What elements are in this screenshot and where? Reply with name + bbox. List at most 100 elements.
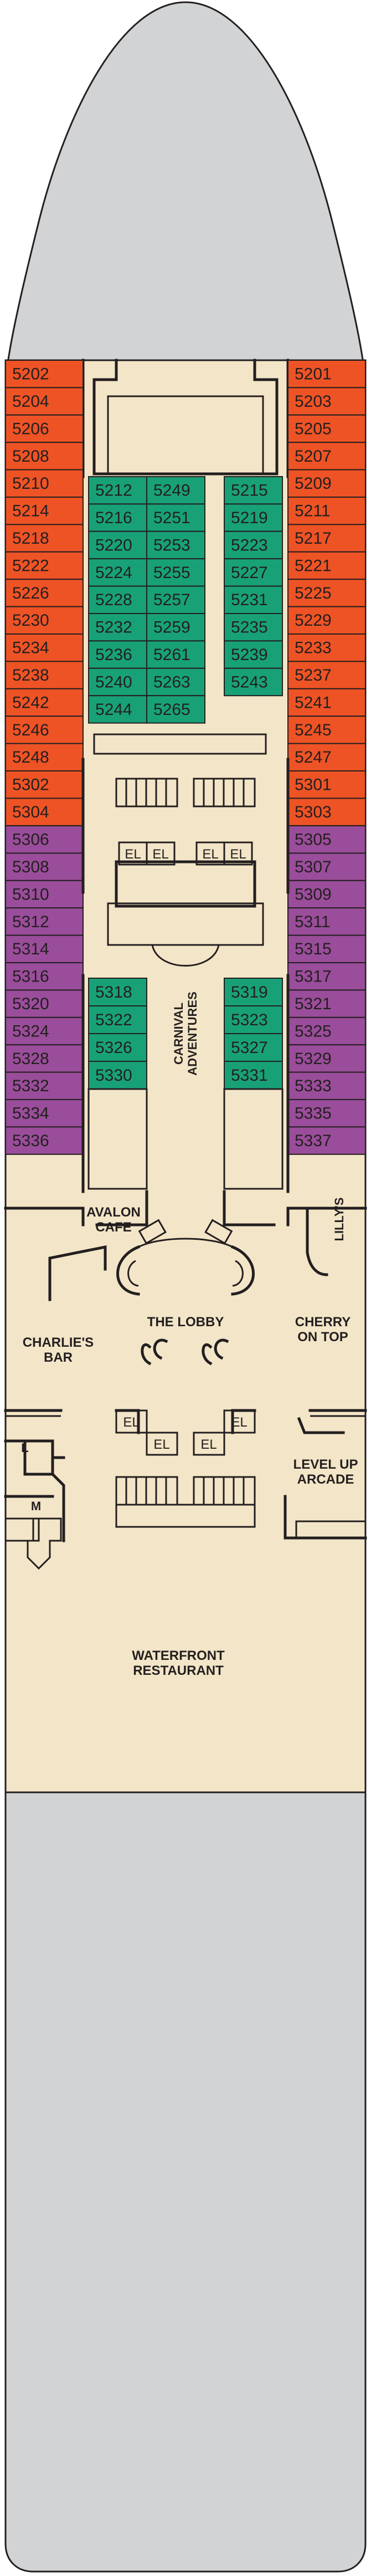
cabin-5232[interactable]: 5232 — [88, 613, 147, 642]
cabin-5261[interactable]: 5261 — [146, 640, 205, 669]
cabin-5255[interactable]: 5255 — [146, 558, 205, 587]
cabin-5205[interactable]: 5205 — [287, 414, 366, 443]
cabin-5222[interactable]: 5222 — [5, 551, 84, 580]
cabin-5210[interactable]: 5210 — [5, 469, 84, 498]
cabin-5239[interactable]: 5239 — [224, 640, 283, 669]
cabin-5203[interactable]: 5203 — [287, 387, 366, 416]
cabin-5253[interactable]: 5253 — [146, 530, 205, 560]
cabin-5248[interactable]: 5248 — [5, 743, 84, 771]
cabin-5207[interactable]: 5207 — [287, 442, 366, 471]
cabin-5241[interactable]: 5241 — [287, 688, 366, 717]
cabin-5244[interactable]: 5244 — [88, 695, 147, 724]
cabin-5259[interactable]: 5259 — [146, 613, 205, 642]
cabin-5301[interactable]: 5301 — [287, 770, 366, 799]
cabin-5219[interactable]: 5219 — [224, 503, 283, 532]
venue-level-up-arcade-line1[interactable]: LEVEL UP — [293, 1457, 358, 1472]
cabin-5311[interactable]: 5311 — [287, 907, 366, 936]
cabin-5329[interactable]: 5329 — [287, 1044, 366, 1073]
elevator-fwd-2[interactable]: EL — [146, 841, 176, 866]
cabin-5246[interactable]: 5246 — [5, 715, 84, 744]
cabin-5227[interactable]: 5227 — [224, 558, 283, 587]
elevator-fwd-4[interactable]: EL — [223, 841, 253, 866]
cabin-5247[interactable]: 5247 — [287, 743, 366, 771]
cabin-5321[interactable]: 5321 — [287, 989, 366, 1018]
cabin-5251[interactable]: 5251 — [146, 503, 205, 532]
cabin-5218[interactable]: 5218 — [5, 524, 84, 553]
cabin-5249[interactable]: 5249 — [146, 476, 205, 505]
cabin-5245[interactable]: 5245 — [287, 715, 366, 744]
cabin-5233[interactable]: 5233 — [287, 633, 366, 662]
cabin-5229[interactable]: 5229 — [287, 606, 366, 635]
cabin-5337[interactable]: 5337 — [287, 1126, 366, 1155]
cabin-5204[interactable]: 5204 — [5, 387, 84, 416]
cabin-5212[interactable]: 5212 — [88, 476, 147, 505]
cabin-5302[interactable]: 5302 — [5, 770, 84, 799]
venue-charlies-bar-line1[interactable]: CHARLIE'S — [23, 1335, 94, 1350]
cabin-5217[interactable]: 5217 — [287, 524, 366, 553]
cabin-5257[interactable]: 5257 — [146, 585, 205, 614]
cabin-5306[interactable]: 5306 — [5, 825, 84, 854]
cabin-5324[interactable]: 5324 — [5, 1016, 84, 1046]
cabin-5235[interactable]: 5235 — [224, 613, 283, 642]
cabin-5333[interactable]: 5333 — [287, 1071, 366, 1100]
cabin-5230[interactable]: 5230 — [5, 606, 84, 635]
cabin-5331[interactable]: 5331 — [224, 1061, 283, 1090]
cabin-5330[interactable]: 5330 — [88, 1061, 147, 1090]
cabin-5240[interactable]: 5240 — [88, 667, 147, 697]
venue-carnival-adventures-line2[interactable]: ADVENTURES — [186, 991, 199, 1076]
venue-charlies-bar-line2[interactable]: BAR — [44, 1350, 73, 1365]
cabin-5309[interactable]: 5309 — [287, 880, 366, 909]
venue-avalon-cafe-line2[interactable]: CAFE — [95, 1220, 131, 1235]
cabin-5322[interactable]: 5322 — [88, 1005, 147, 1034]
cabin-5208[interactable]: 5208 — [5, 442, 84, 471]
cabin-5221[interactable]: 5221 — [287, 551, 366, 580]
cabin-5223[interactable]: 5223 — [224, 530, 283, 560]
cabin-5327[interactable]: 5327 — [224, 1033, 283, 1062]
cabin-5234[interactable]: 5234 — [5, 633, 84, 662]
cabin-5231[interactable]: 5231 — [224, 585, 283, 614]
cabin-5308[interactable]: 5308 — [5, 852, 84, 881]
venue-the-lobby[interactable]: THE LOBBY — [147, 1315, 224, 1330]
cabin-5326[interactable]: 5326 — [88, 1033, 147, 1062]
cabin-5312[interactable]: 5312 — [5, 907, 84, 936]
venue-cherry-on-top-line1[interactable]: CHERRY — [295, 1315, 351, 1330]
cabin-5328[interactable]: 5328 — [5, 1044, 84, 1073]
cabin-5236[interactable]: 5236 — [88, 640, 147, 669]
cabin-5316[interactable]: 5316 — [5, 962, 84, 991]
cabin-5243[interactable]: 5243 — [224, 667, 283, 697]
cabin-5242[interactable]: 5242 — [5, 688, 84, 717]
venue-waterfront-restaurant-line1[interactable]: WATERFRONT — [132, 1648, 225, 1663]
cabin-5216[interactable]: 5216 — [88, 503, 147, 532]
cabin-5334[interactable]: 5334 — [5, 1099, 84, 1128]
restroom-men[interactable]: M — [31, 1499, 41, 1513]
cabin-5211[interactable]: 5211 — [287, 497, 366, 525]
cabin-5215[interactable]: 5215 — [224, 476, 283, 505]
cabin-5332[interactable]: 5332 — [5, 1071, 84, 1100]
cabin-5317[interactable]: 5317 — [287, 962, 366, 991]
venue-cherry-on-top-line2[interactable]: ON TOP — [297, 1330, 348, 1345]
cabin-5226[interactable]: 5226 — [5, 579, 84, 607]
cabin-5214[interactable]: 5214 — [5, 497, 84, 525]
cabin-5201[interactable]: 5201 — [287, 360, 366, 389]
cabin-5320[interactable]: 5320 — [5, 989, 84, 1018]
elevator-aft-2[interactable]: EL — [146, 1432, 178, 1456]
cabin-5228[interactable]: 5228 — [88, 585, 147, 614]
cabin-5335[interactable]: 5335 — [287, 1099, 366, 1128]
cabin-5315[interactable]: 5315 — [287, 934, 366, 963]
restroom-ladies[interactable]: L — [21, 1441, 28, 1455]
venue-carnival-adventures-line1[interactable]: CARNIVAL — [172, 1003, 186, 1065]
cabin-5319[interactable]: 5319 — [224, 978, 283, 1006]
cabin-5310[interactable]: 5310 — [5, 880, 84, 909]
elevator-aft-3[interactable]: EL — [223, 1409, 256, 1434]
cabin-5220[interactable]: 5220 — [88, 530, 147, 560]
cabin-5225[interactable]: 5225 — [287, 579, 366, 607]
cabin-5304[interactable]: 5304 — [5, 798, 84, 826]
cabin-5325[interactable]: 5325 — [287, 1016, 366, 1046]
cabin-5318[interactable]: 5318 — [88, 978, 147, 1006]
cabin-5305[interactable]: 5305 — [287, 825, 366, 854]
cabin-5206[interactable]: 5206 — [5, 414, 84, 443]
venue-level-up-arcade-line2[interactable]: ARCADE — [297, 1472, 354, 1487]
cabin-5237[interactable]: 5237 — [287, 661, 366, 689]
cabin-5336[interactable]: 5336 — [5, 1126, 84, 1155]
elevator-fwd-1[interactable]: EL — [118, 841, 148, 866]
